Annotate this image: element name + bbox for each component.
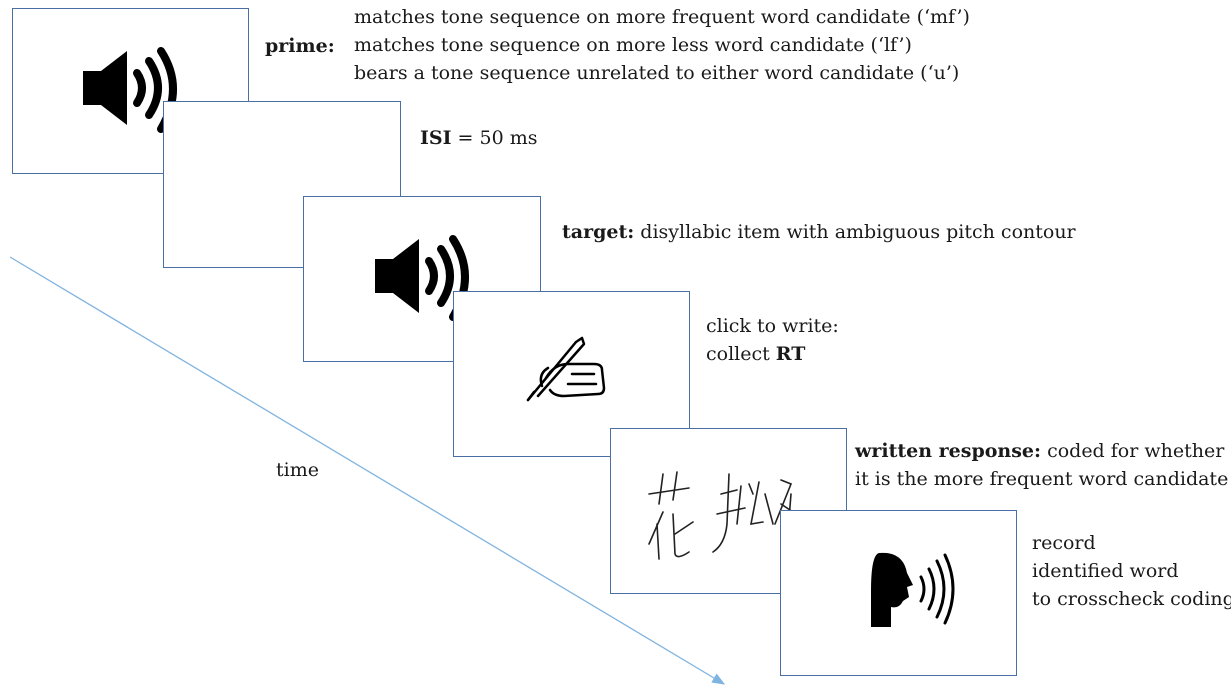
prime-line-2: matches tone sequence on more less word … bbox=[354, 34, 912, 56]
speaking-head-icon bbox=[871, 552, 955, 627]
collect-text: collect bbox=[706, 343, 776, 365]
target-description: disyllabic item with ambiguous pitch con… bbox=[634, 221, 1076, 243]
written-description: coded for whether bbox=[1041, 440, 1225, 462]
target-text: target: disyllabic item with ambiguous p… bbox=[562, 218, 1076, 246]
record-line-2: identified word bbox=[1032, 560, 1179, 582]
isi-label: ISI bbox=[420, 127, 452, 149]
record-line-3: to crosscheck coding bbox=[1032, 588, 1231, 610]
prime-line-1: matches tone sequence on more frequent w… bbox=[354, 6, 970, 28]
written-line-2: it is the more frequent word candidate bbox=[855, 468, 1229, 490]
rt-label: RT bbox=[775, 343, 806, 365]
click-line-1: click to write: bbox=[706, 315, 839, 337]
record-screen bbox=[780, 510, 1017, 676]
target-label: target: bbox=[562, 221, 635, 243]
written-label: written response: bbox=[855, 440, 1042, 462]
isi-text: ISI = 50 ms bbox=[420, 124, 537, 152]
written-line-1: written response: coded for whether bbox=[855, 437, 1224, 465]
prime-line-3: bears a tone sequence unrelated to eithe… bbox=[354, 62, 960, 84]
record-line-1: record bbox=[1032, 532, 1096, 554]
prime-label: prime: bbox=[265, 35, 335, 57]
handwriting-sample bbox=[648, 471, 800, 560]
isi-value: = 50 ms bbox=[451, 127, 538, 149]
click-line-2: collect RT bbox=[706, 340, 805, 368]
time-label: time bbox=[276, 459, 319, 481]
writing-hand-icon bbox=[526, 336, 606, 402]
